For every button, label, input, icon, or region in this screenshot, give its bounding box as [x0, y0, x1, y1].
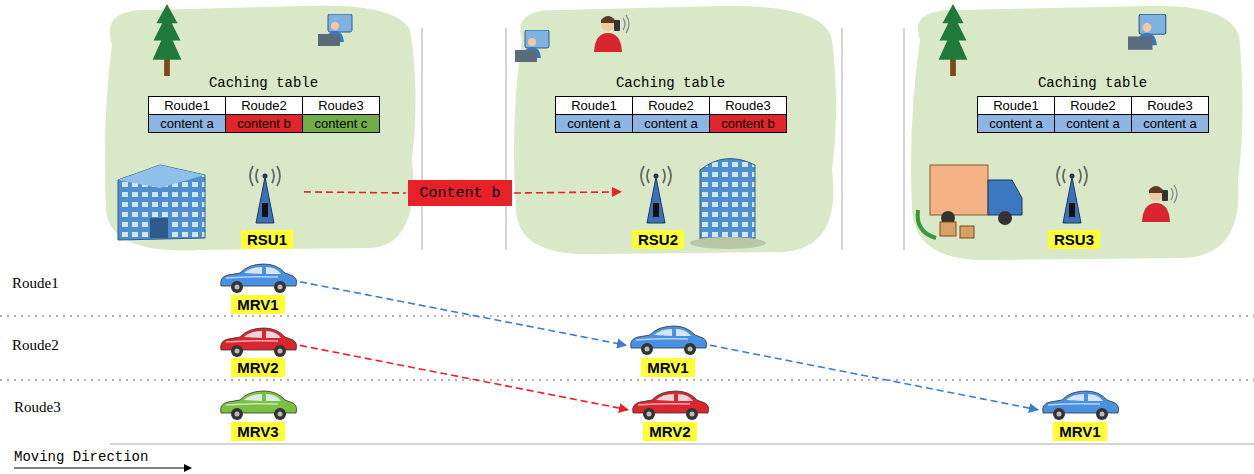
table-content-cell: content b: [709, 114, 787, 133]
lane-label: Roude3: [14, 398, 84, 416]
table-content-cell: content a: [632, 114, 710, 133]
vehicle-node: MRV1: [218, 262, 298, 314]
lane-label: Roude1: [12, 274, 82, 292]
id-label: RSU1: [241, 230, 293, 249]
table-content-cell: content a: [1054, 114, 1132, 133]
id-label: MRV2: [643, 422, 696, 441]
table-content-cell: content c: [302, 114, 380, 133]
table-header-cell: Roude3: [1131, 96, 1209, 115]
table-header-cell: Roude1: [148, 96, 226, 115]
dashed-arrow: [710, 345, 1038, 410]
table-content-cell: content a: [1131, 114, 1209, 133]
vehicle-node: MRV2: [218, 326, 298, 377]
vehicle-node: MRV3: [218, 389, 298, 441]
table-header-cell: Roude1: [555, 96, 633, 115]
id-label: MRV3: [231, 422, 284, 441]
id-label: RSU3: [1048, 230, 1100, 249]
id-label: MRV1: [1053, 422, 1106, 441]
table-header-cell: Roude1: [977, 96, 1055, 115]
table-header-cell: Roude2: [1054, 96, 1132, 115]
rsu-node: RSU2: [623, 165, 693, 249]
id-label: MRV1: [231, 295, 284, 314]
direction-label: Moving Direction: [14, 448, 194, 465]
rsu-node: RSU3: [1039, 165, 1109, 249]
table-title: Caching table: [148, 74, 379, 92]
table-header-cell: Roude2: [632, 96, 710, 115]
content-box: Content b: [408, 180, 512, 206]
table-header-cell: Roude3: [709, 96, 787, 115]
table-title: Caching table: [555, 74, 786, 92]
dashed-arrow: [304, 192, 406, 193]
table-header-cell: Roude3: [302, 96, 380, 115]
vehicle-node: MRV1: [1040, 389, 1120, 441]
table-content-cell: content a: [977, 114, 1055, 133]
lane-label: Roude2: [12, 336, 82, 354]
id-label: RSU2: [632, 230, 684, 249]
vehicle-node: MRV2: [630, 389, 710, 441]
dashed-arrow: [514, 192, 621, 193]
vehicle-node: MRV1: [628, 324, 708, 377]
id-label: MRV1: [641, 358, 694, 377]
id-label: MRV2: [231, 358, 284, 377]
table-content-cell: content a: [148, 114, 226, 133]
content-label: Content b: [413, 185, 506, 202]
table-title: Caching table: [977, 74, 1208, 92]
rsu-node: RSU1: [232, 165, 302, 249]
table-content-cell: content b: [225, 114, 303, 133]
dashed-arrow: [300, 345, 628, 409]
table-header-cell: Roude2: [225, 96, 303, 115]
dashed-arrow: [300, 282, 626, 345]
table-content-cell: content a: [555, 114, 633, 133]
